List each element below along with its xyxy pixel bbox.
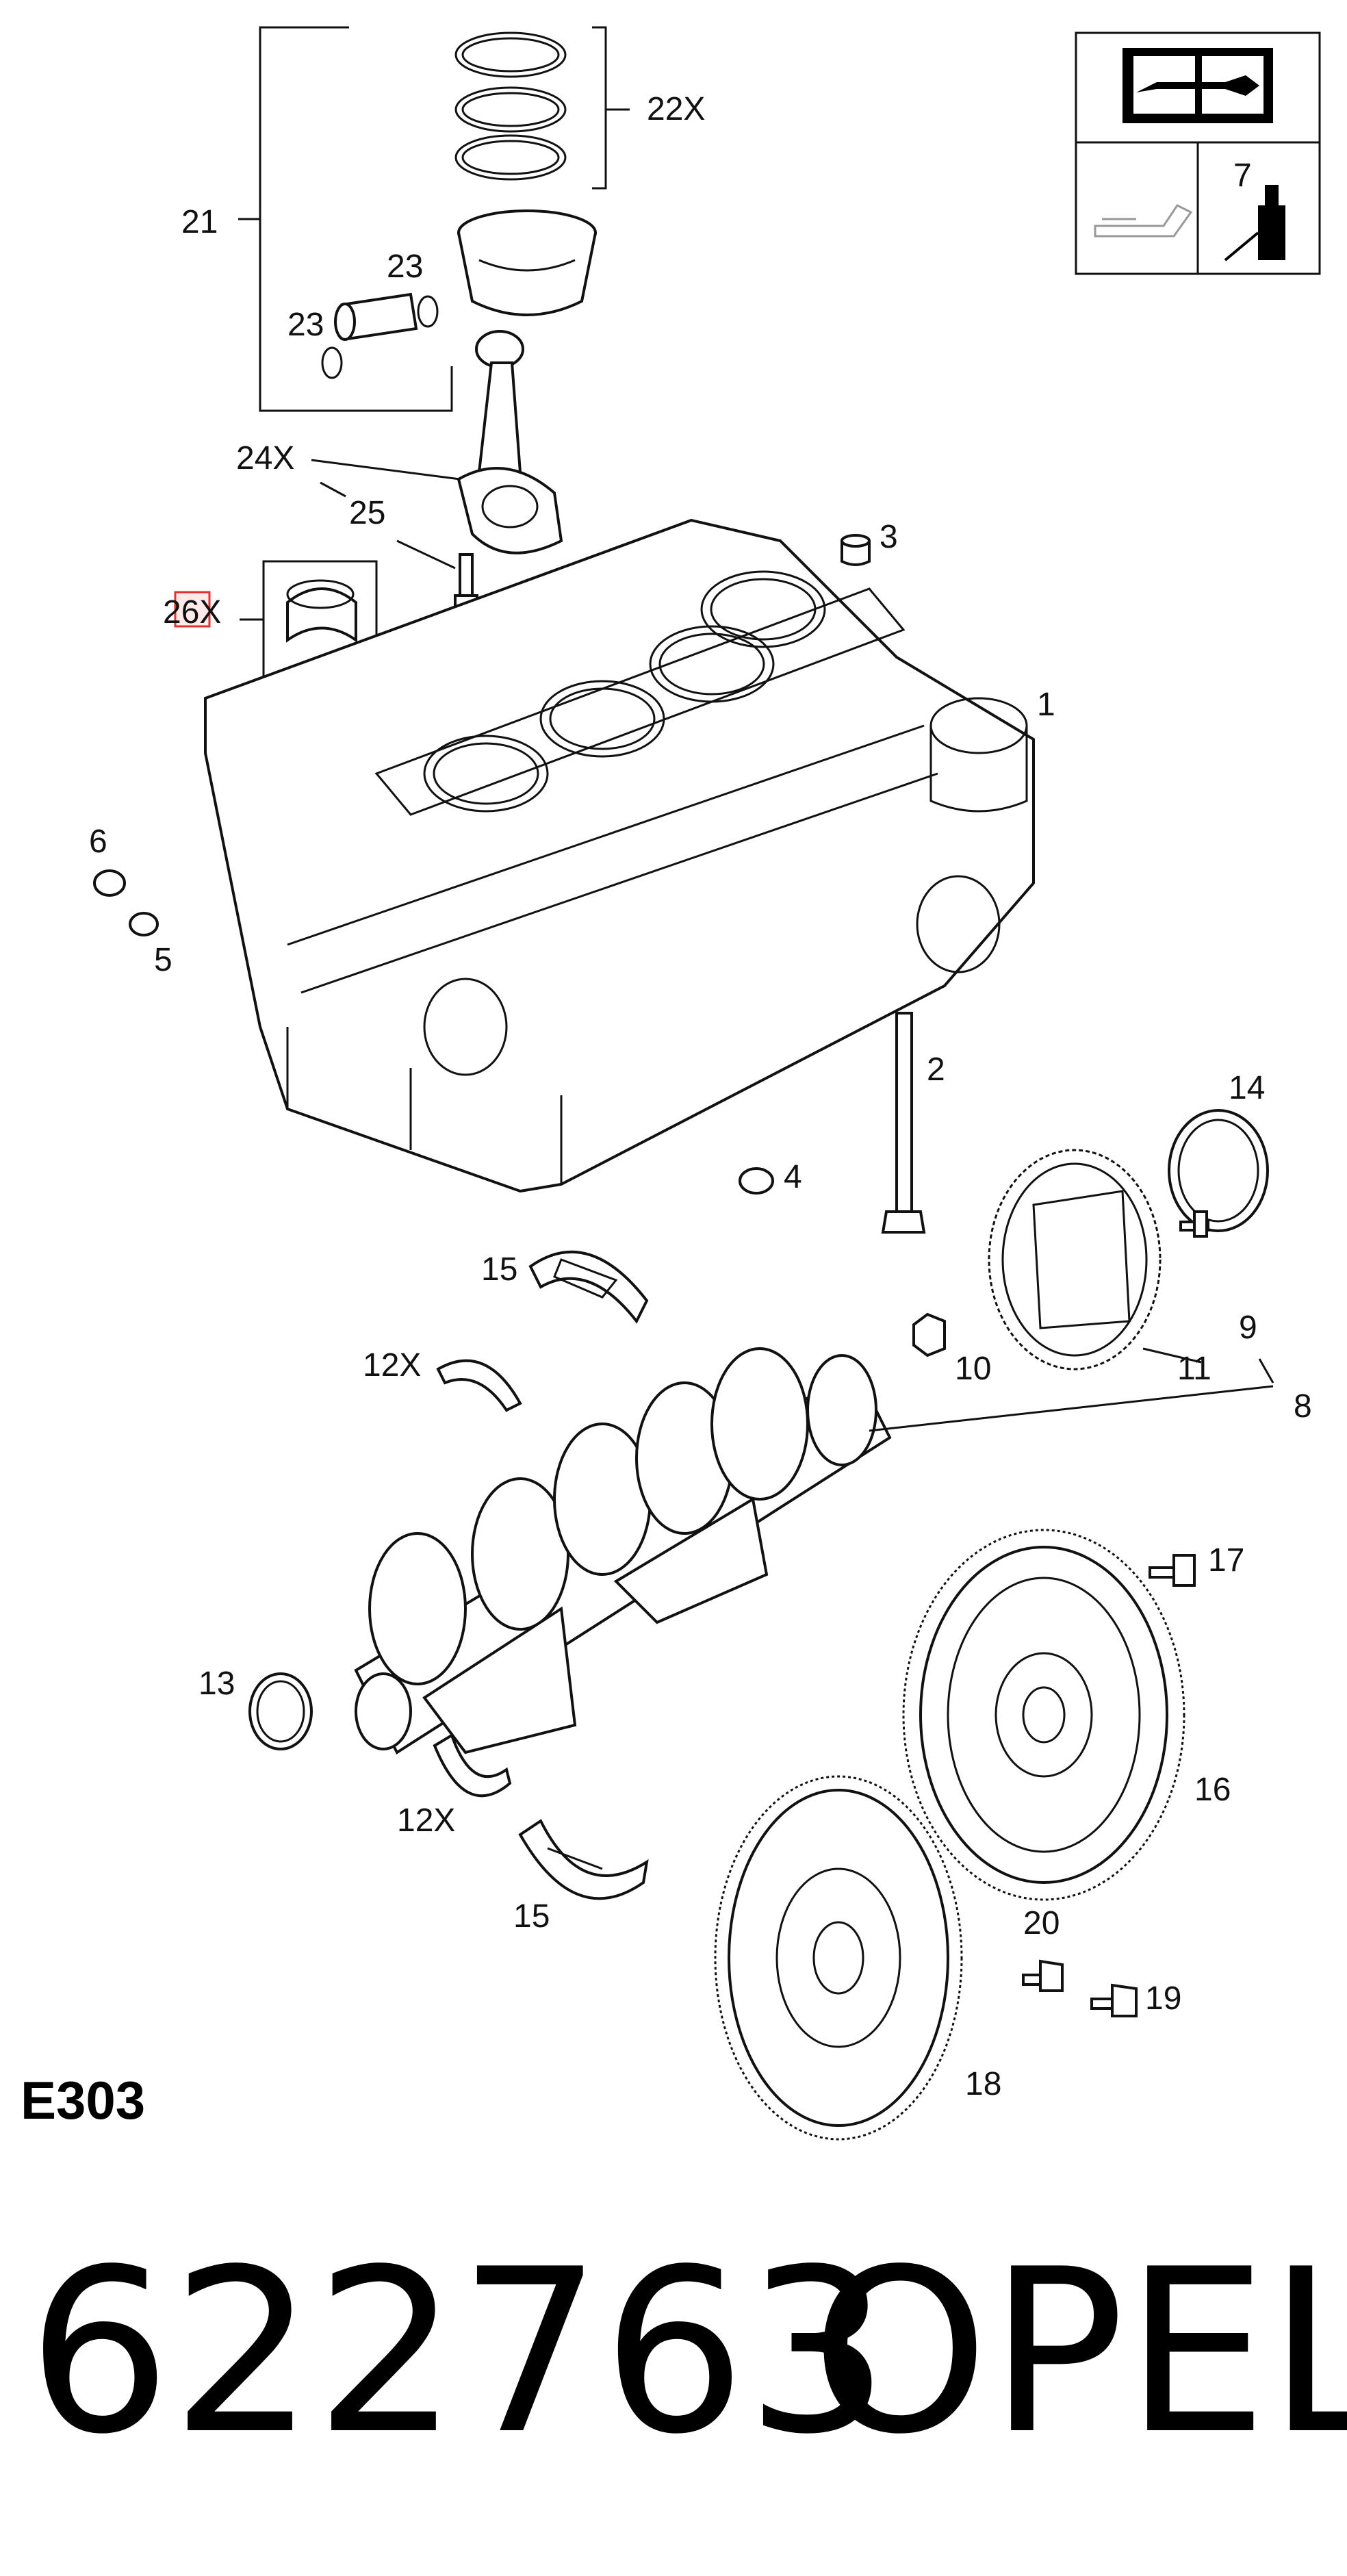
callout-22x: 22X [647,91,705,127]
sealant-bottle-icon [1224,185,1285,262]
callout-16: 16 [1194,1772,1231,1808]
engine-block [204,518,1035,1193]
callout-15-upper: 15 [481,1251,517,1288]
front-seal [248,1672,313,1750]
callout-12x-lower: 12X [397,1802,455,1839]
callout-23-lower: 23 [287,307,324,343]
callout-26x: 26X [163,594,221,630]
piston [457,209,597,316]
callout-25: 25 [349,495,385,531]
reluctor-ring [988,1149,1162,1370]
callout-11: 11 [1177,1351,1211,1387]
callout-6: 6 [89,824,107,860]
callout-5: 5 [154,942,172,978]
bearing-shell-upper [528,1250,649,1324]
callout-13: 13 [198,1666,235,1702]
callout-23-upper: 23 [387,248,423,285]
callout-10: 10 [955,1351,991,1387]
piston-rings [454,31,567,181]
bolt-19 [1090,1983,1138,2017]
bolt-20 [1022,1959,1064,1992]
plug-5 [129,912,159,936]
callout-15-lower: 15 [513,1898,550,1935]
thrust-washer-lower [433,1733,512,1798]
callout-3: 3 [880,519,898,555]
thrust-washer-upper [436,1359,522,1412]
callout-4: 4 [784,1159,802,1195]
callout-9: 9 [1239,1310,1257,1346]
rear-seal [1168,1109,1269,1232]
bolt-9 [1179,1210,1209,1238]
callout-20: 20 [1023,1905,1060,1941]
callout-21: 21 [181,204,218,240]
callout-19: 19 [1145,1980,1181,2017]
main-bearing-bolt [881,1012,926,1234]
service-info-box: 7 [1075,31,1321,275]
plug-6 [93,869,126,897]
callout-17: 17 [1208,1542,1244,1579]
callout-14: 14 [1229,1070,1265,1106]
callout-2: 2 [927,1051,945,1088]
callout-7: 7 [1233,157,1252,194]
oil-can-icon [1094,204,1193,238]
leader-lines [311,459,1274,1432]
callout-12x-upper: 12X [363,1347,421,1383]
piston-pin [321,292,439,379]
diagram-code: E303 [21,2070,145,2130]
plug-4 [739,1167,774,1195]
piston-assembly-bracket [238,26,630,412]
bearing-shell-lower [518,1819,649,1900]
callout-8: 8 [1294,1388,1312,1425]
highlight-26x [174,591,211,628]
connecting-rod [457,330,563,554]
bolt-17 [1149,1554,1196,1587]
flywheel [714,1775,963,2141]
brand-name: OPEL [811,2221,1347,2484]
crankshaft [354,1347,892,1755]
nut-10 [912,1312,946,1357]
callout-18: 18 [965,2066,1001,2102]
callout-1: 1 [1037,687,1055,723]
workshop-manual-icon [1122,48,1273,123]
part-number: 622763 [27,2221,890,2484]
dual-mass-flywheel [902,1529,1185,1901]
dowel-pin [841,534,871,566]
callout-24x: 24X [236,440,294,476]
